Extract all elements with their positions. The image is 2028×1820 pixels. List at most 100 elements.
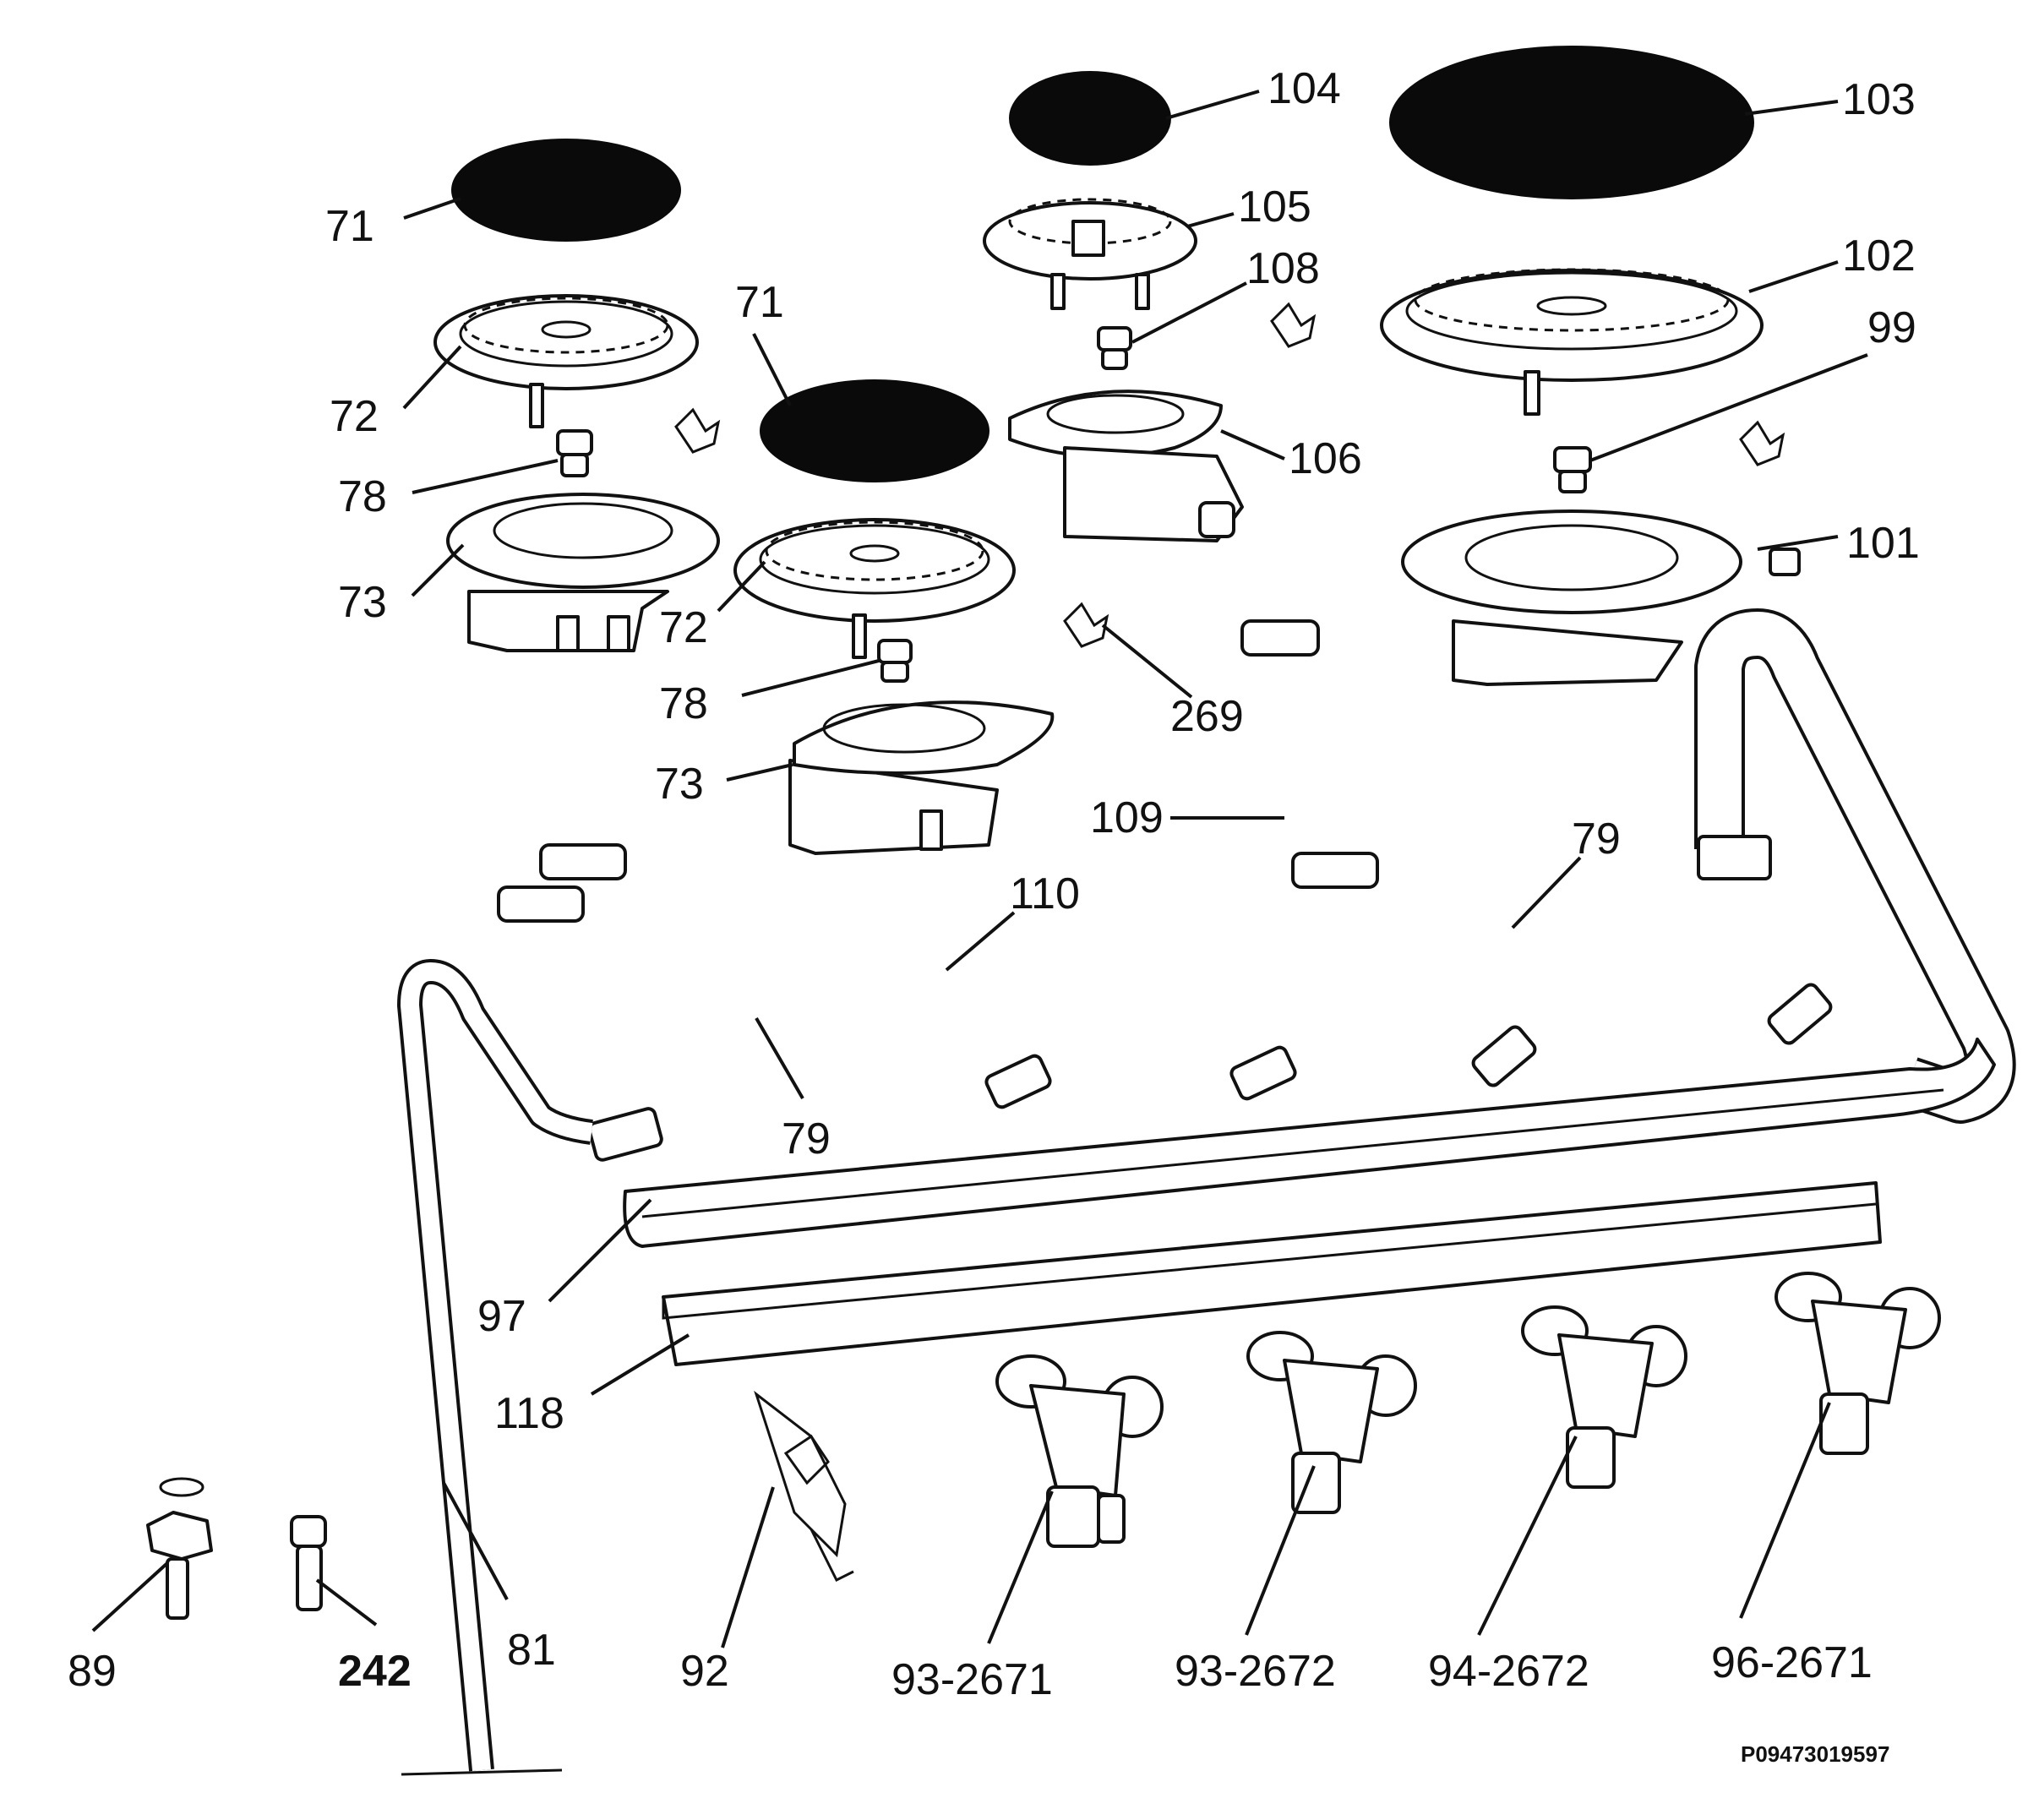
- leader-81: [442, 1482, 509, 1600]
- pipe-fitting-c: [1471, 1025, 1537, 1087]
- supply-pipe-right-nut: [1697, 835, 1772, 880]
- callout-94-2672: 94-2672: [1428, 1647, 1589, 1696]
- callout-71-center: 71: [735, 278, 784, 327]
- callout-242: 242: [338, 1647, 412, 1696]
- callout-99: 99: [1867, 303, 1916, 352]
- leader-118: [590, 1333, 690, 1396]
- callout-104: 104: [1268, 64, 1341, 113]
- callout-269: 269: [1170, 692, 1244, 741]
- gas-tap-94-2672: [1521, 1305, 1687, 1489]
- burner-cap-71-left: [451, 139, 681, 242]
- callout-110: 110: [1010, 869, 1080, 918]
- leader-79-right: [1511, 856, 1582, 929]
- flame-spreader-102: [1380, 268, 1764, 416]
- callout-105: 105: [1238, 183, 1311, 232]
- callout-78-left: 78: [338, 472, 387, 521]
- gas-pipe-79-left-connector: [497, 885, 585, 923]
- callout-108: 108: [1246, 244, 1320, 293]
- injector-78-left: [556, 429, 593, 477]
- callout-89: 89: [68, 1647, 117, 1696]
- flame-spreader-72-center: [733, 518, 1016, 659]
- callout-103: 103: [1842, 75, 1916, 124]
- callout-101: 101: [1846, 519, 1920, 568]
- leader-110: [945, 911, 1016, 972]
- leader-96-2671: [1739, 1402, 1831, 1619]
- burner-body-101: [1401, 509, 1801, 686]
- gas-pipe-109-connector: [1240, 619, 1320, 657]
- callout-73-center: 73: [655, 760, 704, 809]
- injector-99: [1553, 446, 1592, 493]
- leader-89: [91, 1561, 169, 1632]
- callout-109: 109: [1090, 793, 1164, 842]
- callout-78-center: 78: [659, 679, 708, 728]
- leader-73-left: [411, 543, 465, 597]
- callout-81: 81: [507, 1626, 556, 1675]
- ignition-part-92: [754, 1390, 854, 1583]
- fitting-242: [290, 1515, 327, 1611]
- callout-79-left: 79: [782, 1114, 831, 1163]
- burner-cap-71-center: [760, 379, 989, 482]
- gas-tap-96-2671: [1774, 1272, 1941, 1455]
- leader-72-left: [402, 345, 462, 410]
- pipe-fitting-d: [1767, 983, 1833, 1045]
- burner-body-73-left: [446, 493, 720, 652]
- leader-97: [548, 1198, 652, 1303]
- leader-92: [721, 1486, 775, 1648]
- pipe-fitting-e: [587, 1107, 663, 1162]
- gas-pipe-110-connector: [539, 843, 627, 880]
- burner-cap-104: [1009, 71, 1171, 166]
- leader-103: [1744, 100, 1839, 116]
- clip-269-c: [1739, 420, 1785, 466]
- callout-72-left: 72: [330, 392, 379, 441]
- callout-93-2671: 93-2671: [891, 1655, 1053, 1704]
- leader-72-center: [717, 560, 766, 613]
- manifold-97: [623, 1038, 1996, 1248]
- leader-93-2672: [1245, 1465, 1316, 1636]
- burner-cap-103: [1389, 46, 1754, 199]
- leader-73-center: [726, 763, 793, 782]
- leader-108: [1131, 281, 1247, 344]
- callout-96-2671: 96-2671: [1711, 1638, 1873, 1687]
- flame-spreader-72-left: [433, 294, 699, 428]
- callout-106: 106: [1289, 434, 1362, 483]
- burner-body-73-center: [788, 700, 1055, 855]
- leader-71-left: [403, 197, 461, 220]
- injector-78-center: [877, 639, 913, 683]
- leader-105: [1186, 212, 1235, 228]
- leader-106: [1220, 429, 1285, 460]
- pipe-fitting-b: [1229, 1045, 1297, 1101]
- callout-92: 92: [680, 1647, 729, 1696]
- clip-269-b: [1270, 302, 1317, 348]
- flame-spreader-105: [983, 198, 1197, 310]
- leader-79-left: [755, 1016, 804, 1100]
- reference-code: P09473019597: [1741, 1741, 1889, 1767]
- leader-78-center: [741, 659, 880, 697]
- leader-104: [1165, 90, 1260, 120]
- injector-108: [1097, 326, 1132, 370]
- burner-body-106: [1008, 390, 1244, 542]
- rail-118: [662, 1181, 1882, 1366]
- leader-71-center: [752, 333, 792, 406]
- clip-269-d: [1063, 602, 1109, 648]
- pipe-fitting-a: [984, 1054, 1052, 1109]
- callout-79-right: 79: [1572, 815, 1621, 864]
- leader-94-2672: [1477, 1436, 1578, 1636]
- leader-93-2671: [987, 1490, 1054, 1644]
- callout-97: 97: [477, 1292, 526, 1341]
- callout-93-2672: 93-2672: [1175, 1647, 1336, 1696]
- gas-pipe-79-right-connector: [1291, 852, 1379, 889]
- callout-73-left: 73: [338, 578, 387, 627]
- callout-72-center: 72: [659, 603, 708, 652]
- leader-99: [1589, 353, 1868, 462]
- leader-78-left: [412, 459, 559, 494]
- callout-71-left: 71: [325, 202, 374, 251]
- leader-269: [1101, 624, 1193, 699]
- leader-102: [1748, 260, 1839, 293]
- fitting-89: [146, 1477, 213, 1620]
- clip-269-a: [674, 407, 721, 454]
- gas-tap-93-2672: [1246, 1331, 1417, 1514]
- leader-101: [1757, 535, 1839, 551]
- gas-tap-93-2671: [995, 1354, 1164, 1548]
